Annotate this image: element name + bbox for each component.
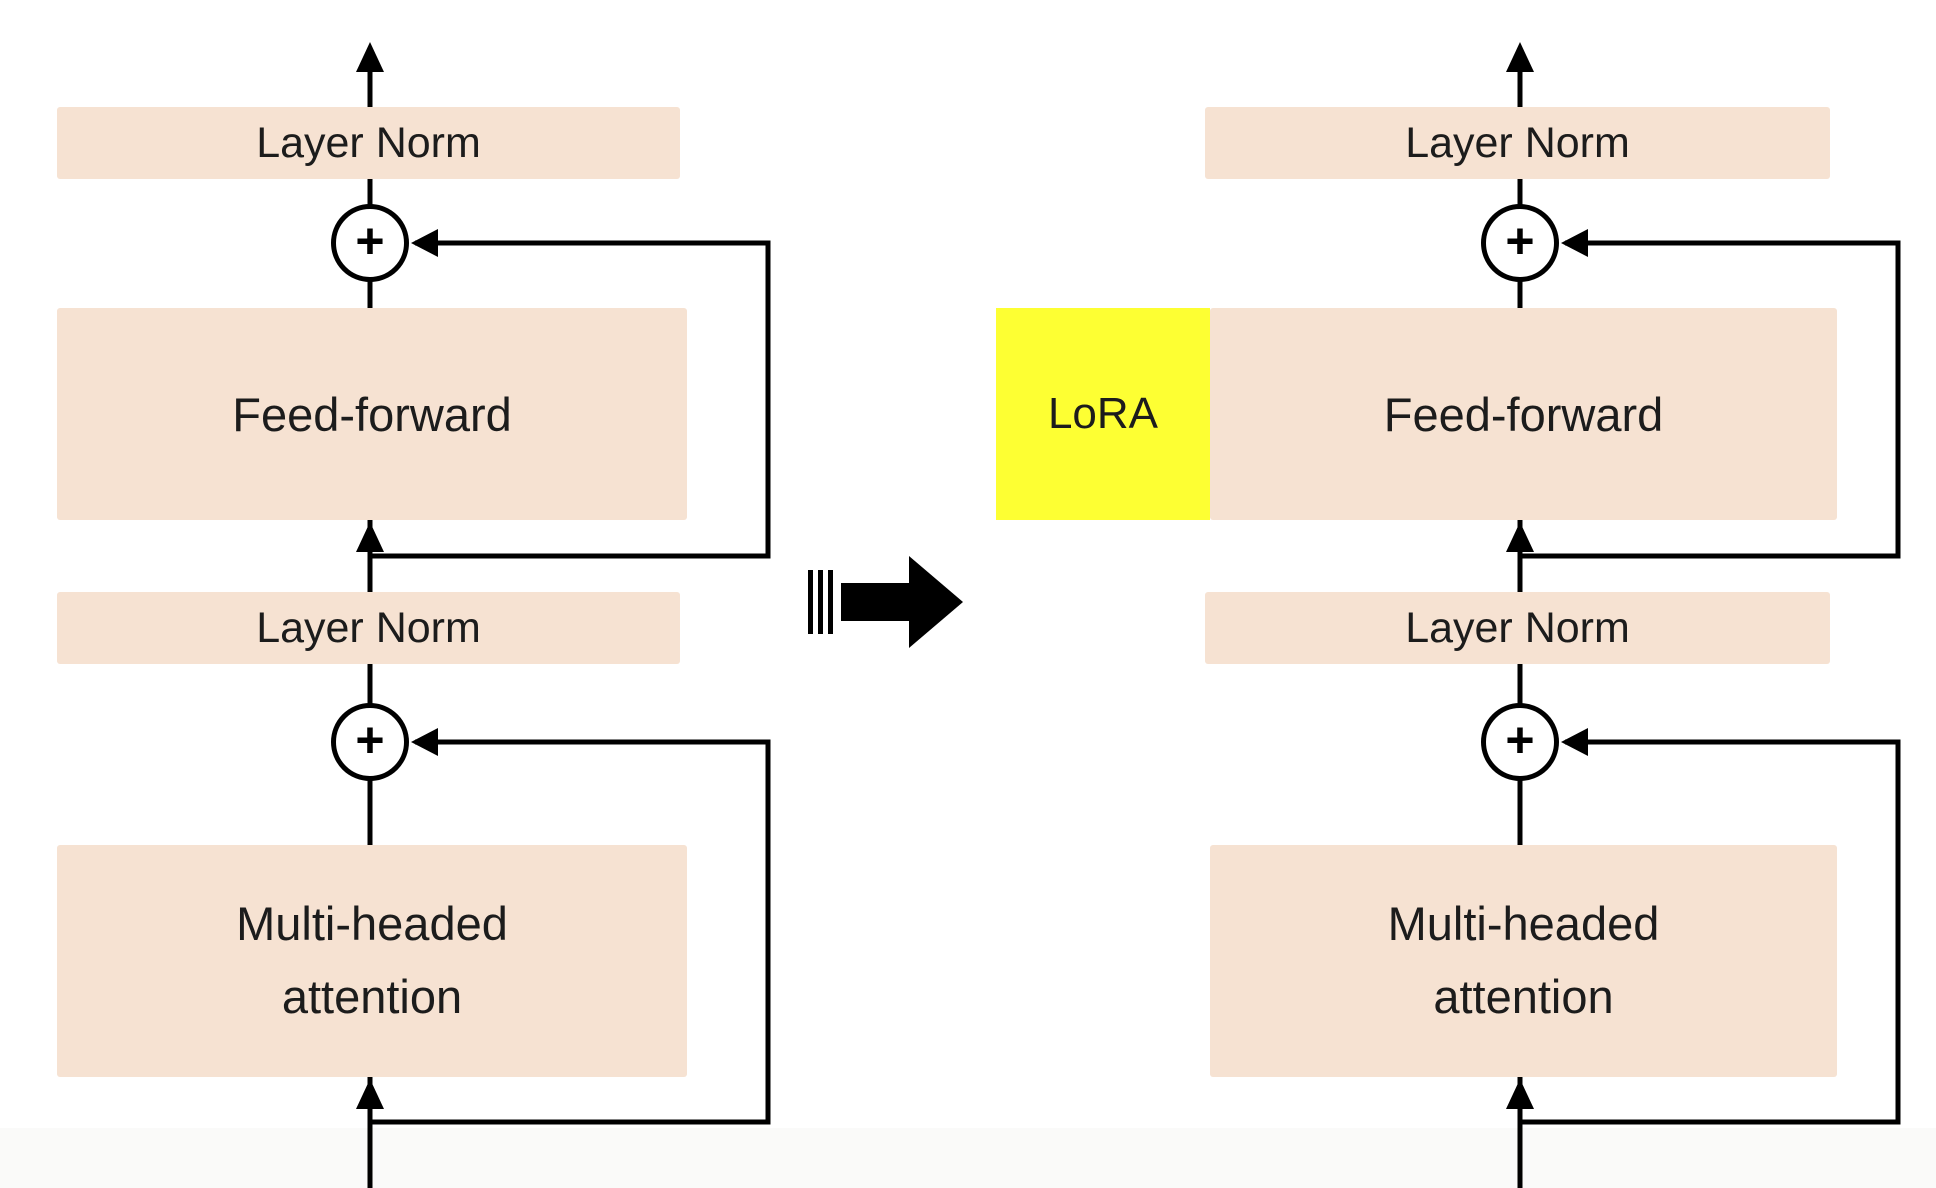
left-residual-add-bottom-icon: + <box>331 703 409 781</box>
right-feed-forward-block: Feed-forward <box>1210 308 1837 520</box>
right-residual-add-bottom-icon: + <box>1481 703 1559 781</box>
left-arrowheads <box>356 42 438 1109</box>
left-attention-block: Multi-headed attention <box>57 845 687 1077</box>
left-residual-add-top-icon: + <box>331 204 409 282</box>
right-attention-label-line1: Multi-headed <box>1387 897 1660 951</box>
right-layer-norm-bottom-block: Layer Norm <box>1205 592 1830 664</box>
left-layer-norm-bottom-block: Layer Norm <box>57 592 680 664</box>
left-layer-norm-top-block: Layer Norm <box>57 107 680 179</box>
left-attention-label-line2: attention <box>281 970 463 1023</box>
page-bottom-edge <box>0 1128 1936 1188</box>
right-attention-label-line2: attention <box>1433 970 1614 1023</box>
right-arrowheads <box>1506 42 1588 1109</box>
left-feed-forward-block: Feed-forward <box>57 308 687 520</box>
right-connectors <box>1517 66 1901 1188</box>
right-residual-add-top-icon: + <box>1481 204 1559 282</box>
right-attention-block: Multi-headed attention <box>1210 845 1837 1077</box>
left-attention-label-line1: Multi-headed <box>236 897 508 951</box>
right-layer-norm-top-block: Layer Norm <box>1205 107 1830 179</box>
lora-block: LoRA <box>996 308 1210 520</box>
transform-arrow-icon <box>808 556 963 648</box>
